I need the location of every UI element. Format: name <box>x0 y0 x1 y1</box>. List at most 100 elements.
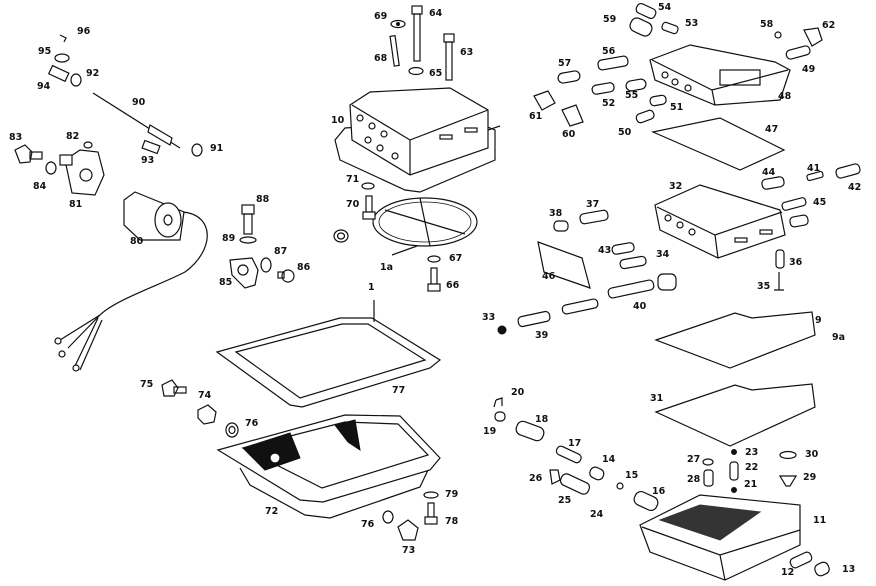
part-label-82: 82 <box>66 131 80 142</box>
part-label-10: 10 <box>331 115 345 126</box>
lower-springs-valves <box>493 397 798 512</box>
part-label-96: 96 <box>77 26 91 37</box>
part-label-66: 66 <box>446 280 460 291</box>
part-label-25: 25 <box>558 495 572 506</box>
part-label-20: 20 <box>511 387 525 398</box>
part-label-74: 74 <box>198 390 212 401</box>
part-label-67: 67 <box>449 253 463 264</box>
part-label-61: 61 <box>529 111 543 122</box>
separator-plate-47 <box>651 117 786 171</box>
part-label-32: 32 <box>669 181 683 192</box>
bolts-63-64 <box>389 5 455 81</box>
part-label-35: 35 <box>757 281 771 292</box>
part-label-60: 60 <box>562 129 576 140</box>
part-label-80: 80 <box>130 236 144 247</box>
part-label-87: 87 <box>274 246 288 257</box>
part-label-41: 41 <box>807 163 821 174</box>
part-label-76-lower: 76 <box>361 519 375 530</box>
part-label-30: 30 <box>805 449 819 460</box>
part-label-50: 50 <box>618 127 632 138</box>
part-label-69: 69 <box>374 11 388 22</box>
part-label-29: 29 <box>803 472 817 483</box>
upper-valve-body-10 <box>334 87 501 193</box>
part-label-52: 52 <box>602 98 616 109</box>
part-label-78: 78 <box>445 516 459 527</box>
part-label-84: 84 <box>33 181 47 192</box>
part-label-71: 71 <box>346 174 360 185</box>
top-springs-valves <box>533 2 823 127</box>
part-label-89: 89 <box>222 233 236 244</box>
part-label-11: 11 <box>813 515 827 526</box>
bracket-85 <box>229 204 295 289</box>
part-label-86: 86 <box>297 262 311 273</box>
part-label-76-upper: 76 <box>245 418 259 429</box>
part-label-91: 91 <box>210 143 224 154</box>
part-label-9a: 9a <box>832 332 846 343</box>
part-label-12: 12 <box>781 567 795 578</box>
part-label-48: 48 <box>778 91 792 102</box>
part-label-15: 15 <box>625 470 639 481</box>
part-label-28: 28 <box>687 474 701 485</box>
part-label-57: 57 <box>558 58 572 69</box>
part-label-13: 13 <box>842 564 856 575</box>
part-label-1: 1 <box>368 282 375 293</box>
part-label-39: 39 <box>535 330 549 341</box>
part-label-27: 27 <box>687 454 701 465</box>
part-label-44: 44 <box>762 167 776 178</box>
part-label-22: 22 <box>745 462 759 473</box>
part-label-45: 45 <box>813 197 827 208</box>
part-label-37: 37 <box>586 199 600 210</box>
part-label-26: 26 <box>529 473 543 484</box>
part-label-62: 62 <box>822 20 836 31</box>
part-label-65: 65 <box>429 68 443 79</box>
part-label-43: 43 <box>598 245 612 256</box>
part-label-53: 53 <box>685 18 699 29</box>
middle-springs-valves <box>497 163 861 335</box>
part-label-88: 88 <box>256 194 270 205</box>
part-label-31: 31 <box>650 393 664 404</box>
part-label-83: 83 <box>9 132 23 143</box>
housing-81 <box>14 141 105 196</box>
drain-plugs <box>161 379 439 541</box>
filter-screen-1a <box>372 197 478 256</box>
part-label-75: 75 <box>140 379 154 390</box>
part-label-46: 46 <box>542 271 556 282</box>
part-label-1a: 1a <box>380 262 394 273</box>
part-label-16: 16 <box>652 486 666 497</box>
rod-90 <box>47 34 203 157</box>
part-label-58: 58 <box>760 19 774 30</box>
valve-body-48 <box>649 44 791 106</box>
separator-plate-9 <box>654 311 816 369</box>
gasket-77 <box>215 300 442 408</box>
part-label-36: 36 <box>789 257 803 268</box>
part-label-56: 56 <box>602 46 616 57</box>
part-label-64: 64 <box>429 8 443 19</box>
part-label-17: 17 <box>568 438 582 449</box>
part-label-92: 92 <box>86 68 100 79</box>
part-label-14: 14 <box>602 454 616 465</box>
part-label-33: 33 <box>482 312 496 323</box>
valve-body-32 <box>654 184 786 259</box>
part-label-54: 54 <box>658 2 672 13</box>
part-label-40: 40 <box>633 301 647 312</box>
part-label-68: 68 <box>374 53 388 64</box>
part-label-21: 21 <box>744 479 758 490</box>
valve-body-11 <box>639 494 830 581</box>
oil-pan-72 <box>216 414 441 519</box>
part-label-70: 70 <box>346 199 360 210</box>
separator-plate-31 <box>654 383 816 447</box>
solenoid-80 <box>54 191 208 372</box>
part-label-19: 19 <box>483 426 497 437</box>
part-label-23: 23 <box>745 447 759 458</box>
part-label-47: 47 <box>765 124 779 135</box>
part-label-73: 73 <box>402 545 416 556</box>
part-label-63: 63 <box>460 47 474 58</box>
part-label-79: 79 <box>445 489 459 500</box>
part-label-85: 85 <box>219 277 233 288</box>
part-label-18: 18 <box>535 414 549 425</box>
part-label-72: 72 <box>265 506 279 517</box>
part-label-42: 42 <box>848 182 862 193</box>
part-label-81: 81 <box>69 199 83 210</box>
